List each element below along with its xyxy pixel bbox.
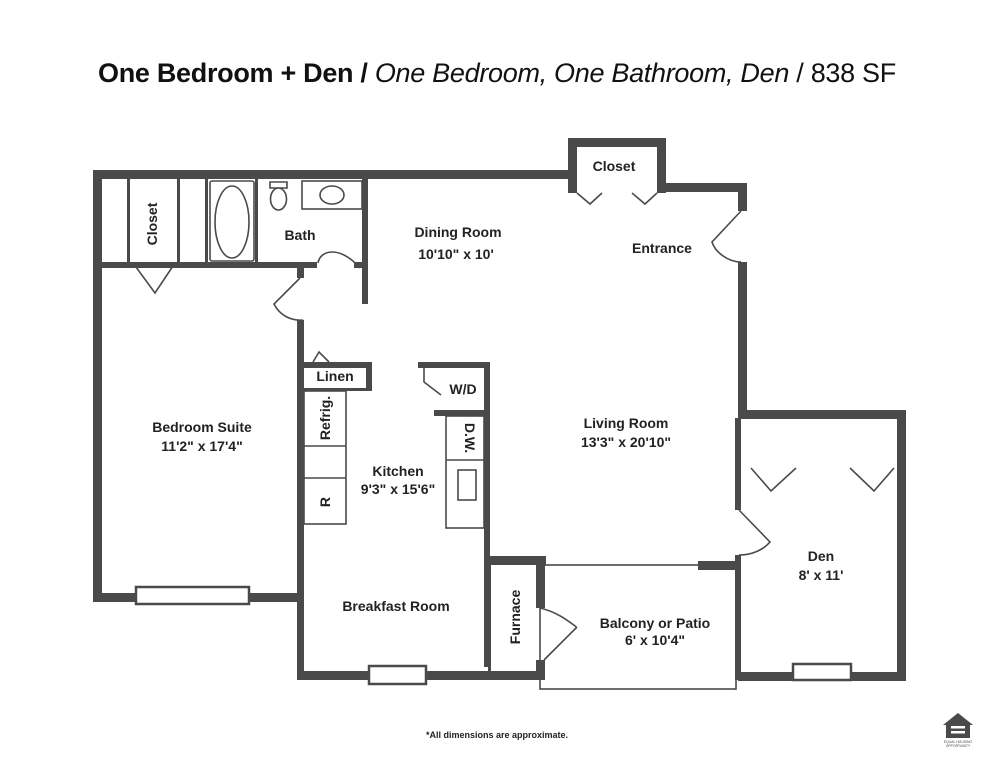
dining-room-size: 10'10" x 10' — [418, 246, 494, 262]
bathtub-icon — [209, 180, 255, 262]
den-label: Den — [808, 548, 834, 564]
room-labels: Closet Closet Bath Dining Room 10'10" x … — [144, 158, 843, 648]
plan-area: 838 SF — [810, 58, 897, 88]
equal-housing-icon: EQUAL HOUSING OPPORTUNITY — [943, 713, 973, 748]
bedroom-size: 11'2" x 17'4" — [161, 438, 242, 454]
kitchen-label: Kitchen — [372, 463, 423, 479]
dining-room-label: Dining Room — [414, 224, 501, 240]
den-size: 8' x 11' — [799, 567, 844, 583]
wd-label: W/D — [449, 381, 476, 397]
bedroom-label: Bedroom Suite — [152, 419, 252, 435]
plan-title: One Bedroom + Den / One Bedroom, One Bat… — [0, 58, 994, 89]
dimensions-note: *All dimensions are approximate. — [426, 730, 568, 740]
sink-icon — [301, 180, 363, 210]
balcony-size: 6' x 10'4" — [625, 632, 685, 648]
breakfast-room-label: Breakfast Room — [342, 598, 449, 614]
bath-label: Bath — [284, 227, 315, 243]
kitchen-size: 9'3" x 15'6" — [361, 481, 435, 497]
linen-label: Linen — [316, 368, 353, 384]
range-label: R — [317, 497, 333, 507]
closet-top-label: Closet — [593, 158, 636, 174]
living-room-size: 13'3" x 20'10" — [581, 434, 671, 450]
plan-description: One Bedroom, One Bathroom, Den — [374, 58, 790, 88]
closet-bedroom-label: Closet — [144, 202, 160, 245]
balcony-label: Balcony or Patio — [600, 615, 710, 631]
toilet-icon — [269, 181, 288, 211]
doors — [132, 192, 895, 661]
plan-name: One Bedroom + Den — [98, 58, 354, 88]
refrigerator-label: Refrig. — [317, 396, 333, 440]
title-separator: / — [353, 58, 375, 88]
windows — [134, 585, 853, 686]
eho-text-1: EQUAL HOUSING — [944, 740, 972, 744]
title-separator-2: / — [789, 58, 811, 88]
living-room-label: Living Room — [584, 415, 669, 431]
dishwasher-label: D.W. — [462, 423, 478, 453]
eho-text-2: OPPORTUNITY — [946, 744, 971, 748]
furnace-label: Furnace — [507, 590, 523, 645]
entrance-label: Entrance — [632, 240, 692, 256]
